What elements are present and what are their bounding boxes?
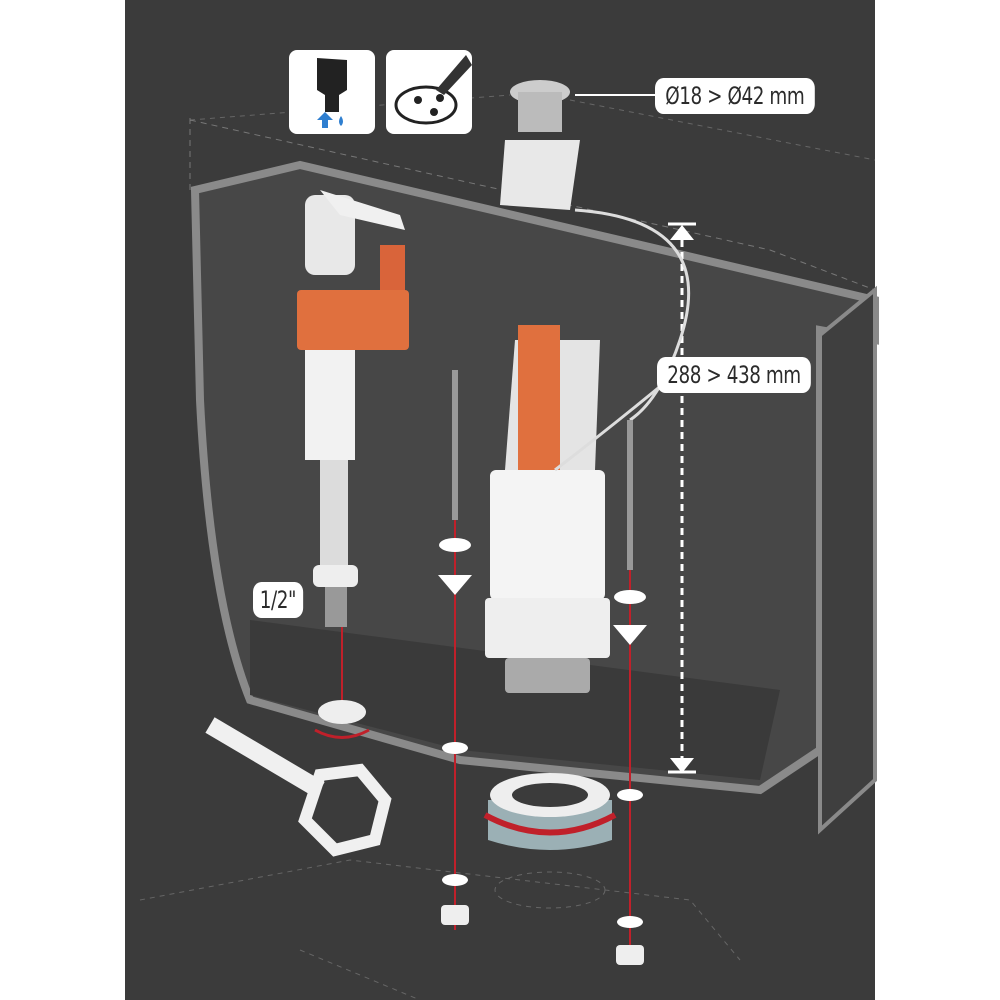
fixing-bolts bbox=[341, 370, 647, 965]
fill-valve bbox=[297, 190, 409, 627]
button-diameter-label: Ø18 > Ø42 mm bbox=[655, 78, 815, 114]
push-button bbox=[500, 80, 690, 422]
flush-valve-nut bbox=[483, 773, 617, 850]
fill-valve-nut bbox=[314, 700, 370, 739]
wrench-tool bbox=[205, 717, 392, 857]
height-range-label: 288 > 438 mm bbox=[657, 357, 811, 393]
fill-valve-water-inlet-icon bbox=[289, 50, 375, 134]
valve-seal-cleaning-icon bbox=[386, 50, 472, 134]
flush-valve bbox=[485, 325, 681, 693]
height-dimension-line bbox=[668, 222, 696, 774]
inlet-thread-label: 1/2" bbox=[253, 582, 303, 618]
